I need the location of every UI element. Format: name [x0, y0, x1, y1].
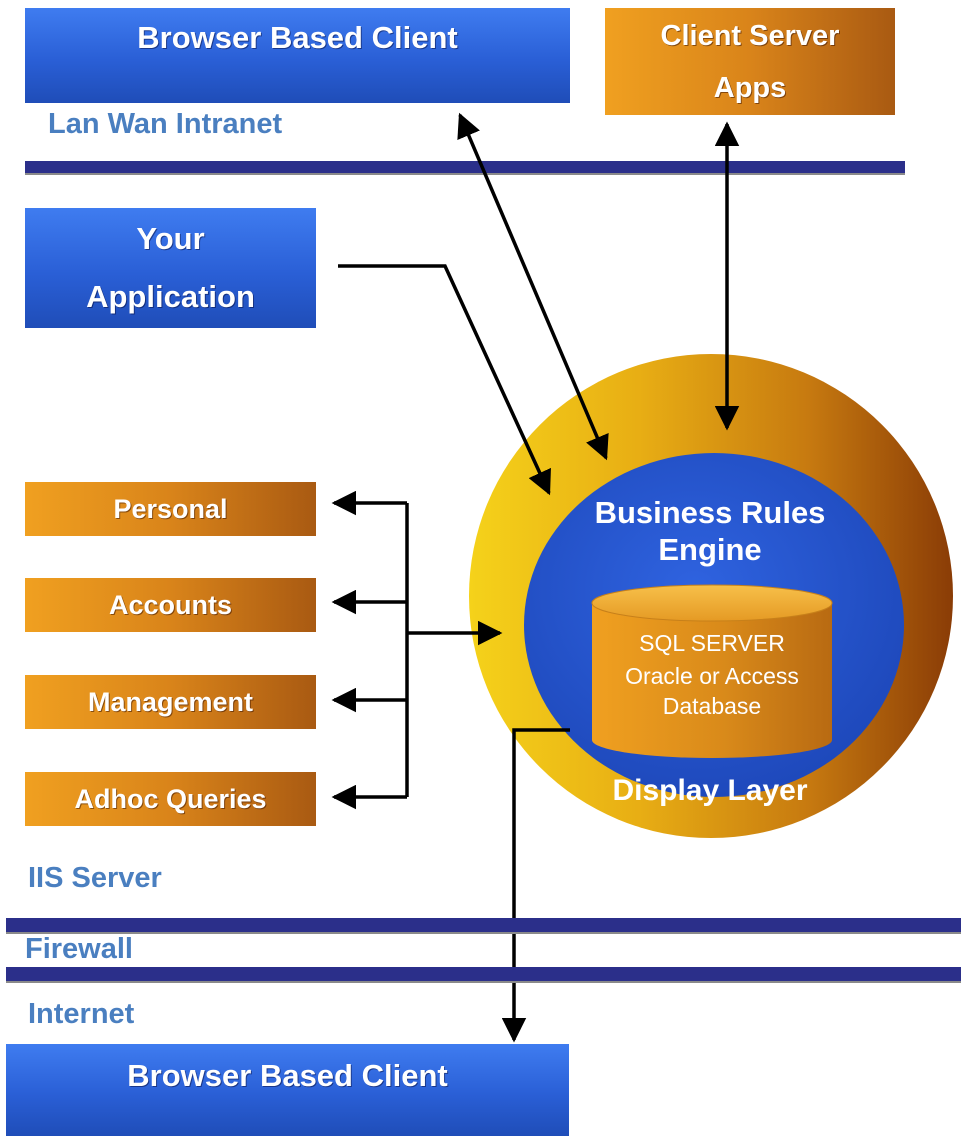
your-application-line1: Your	[136, 221, 205, 256]
zone-label-iis-server: IIS Server	[28, 862, 162, 895]
arrow-your-app-engine	[338, 264, 551, 496]
arrow-top-client-engine	[457, 112, 609, 461]
module-label-personal: Personal	[113, 493, 228, 524]
zone-label-firewall-text: Firewall	[25, 933, 133, 965]
module-box-accounts: Accounts	[25, 578, 316, 632]
client-server-apps-box: Client Server Apps	[605, 8, 895, 115]
zone-label-lan-wan-intranet: Lan Wan Intranet	[48, 108, 282, 141]
module-label-management: Management	[87, 686, 254, 717]
your-application-line2: Application	[86, 279, 255, 314]
engine-title-line2: Engine	[658, 532, 761, 567]
your-application-box: Your Application	[25, 208, 316, 328]
zone-label-internet: Internet	[28, 998, 134, 1031]
top-browser-client-box: Browser Based Client	[25, 8, 570, 103]
bottom-browser-client-label: Browser Based Client	[127, 1058, 448, 1093]
module-label-adhoc-queries: Adhoc Queries	[74, 783, 267, 814]
zone-label-internet-text: Internet	[28, 998, 135, 1030]
database-label-line2: Oracle or Access	[625, 663, 799, 689]
module-box-personal: Personal	[25, 482, 316, 536]
top-browser-client-label: Browser Based Client	[137, 20, 458, 55]
database-label-line3: Database	[663, 693, 761, 719]
database-label-line1: SQL SERVER	[639, 630, 785, 656]
display-layer-label: Display Layer	[612, 774, 807, 807]
arrow-engine-bottom-client	[501, 728, 570, 1043]
zone-label-firewall: Firewall	[25, 933, 133, 966]
client-server-label-line2: Apps	[713, 71, 787, 104]
zone-label-lan-text: Lan Wan Intranet	[48, 108, 283, 140]
database-cylinder-icon	[591, 584, 833, 758]
bottom-browser-client-box: Browser Based Client	[6, 1044, 569, 1136]
zone-label-iis-text: IIS Server	[28, 862, 162, 894]
engine-title-line1: Business Rules	[595, 495, 826, 530]
client-server-label-line1: Client Server	[660, 19, 840, 52]
network-bar-firewall-bottom	[6, 967, 961, 983]
module-label-accounts: Accounts	[108, 589, 233, 620]
module-box-management: Management	[25, 675, 316, 729]
module-box-adhoc-queries: Adhoc Queries	[25, 772, 316, 826]
network-bar-firewall-top	[6, 918, 961, 934]
